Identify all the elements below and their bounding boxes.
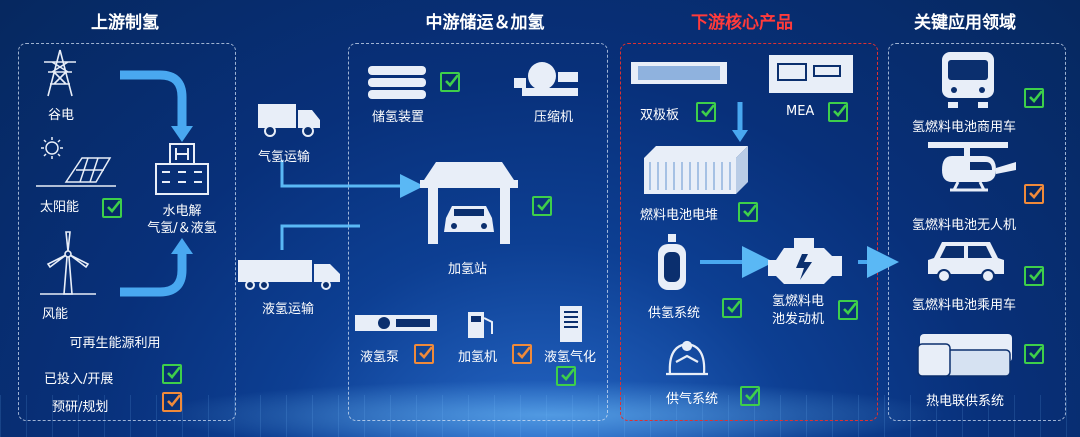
bipolar-plate-icon xyxy=(631,62,727,84)
label-dispenser: 加氢机 xyxy=(458,350,498,365)
label-pump: 液氢泵 xyxy=(360,350,400,365)
status-planned-pump xyxy=(414,344,434,364)
label-electrolysis-2: 气氢/＆液氢 xyxy=(147,221,217,236)
gas-supply-icon xyxy=(666,340,708,376)
label-bipolar-plate: 双极板 xyxy=(640,108,680,123)
label-station: 加氢站 xyxy=(448,262,488,277)
engine-icon xyxy=(768,238,842,284)
storage-tank-icon xyxy=(368,66,426,99)
label-drone: 氢燃料电池无人机 xyxy=(912,218,1017,233)
car-icon xyxy=(928,242,1004,282)
power-tower-icon xyxy=(44,49,76,97)
bus-icon xyxy=(942,52,994,108)
status-check-vaporizer xyxy=(556,366,576,386)
section-title-downstream: 下游核心产品 xyxy=(691,13,793,33)
status-check-solar xyxy=(102,198,122,218)
arrow-head-down xyxy=(171,126,193,142)
label-grid-power: 谷电 xyxy=(48,108,75,123)
legend-deployed-check xyxy=(162,364,182,384)
label-liquid-transport: 液氢运输 xyxy=(262,302,315,317)
panel-upstream xyxy=(18,43,236,421)
status-planned-dispenser xyxy=(512,344,532,364)
status-check-chp xyxy=(1024,344,1044,364)
status-planned-drone xyxy=(1024,184,1044,204)
label-bus: 氢燃料电池商用车 xyxy=(912,120,1017,135)
vaporizer-icon xyxy=(560,306,582,342)
status-check-station xyxy=(532,196,552,216)
label-chp: 热电联供系统 xyxy=(926,394,1005,409)
status-check-storage xyxy=(440,72,460,92)
label-mea: MEA xyxy=(786,104,815,119)
liquid-truck-icon xyxy=(238,260,340,290)
panel-applications xyxy=(888,43,1066,421)
legend-planned-check xyxy=(162,392,182,412)
gas-truck-icon xyxy=(258,104,320,137)
arrow-grid-to-electrolysis xyxy=(120,70,187,132)
hydrogen-station-icon xyxy=(420,162,518,244)
hydrogen-cylinder-icon xyxy=(658,234,686,290)
legend-deployed-label: 已投入/开展 xyxy=(44,372,114,387)
legend-planned-label: 预研/规划 xyxy=(52,400,109,415)
label-supply-system: 供氢系统 xyxy=(648,306,701,321)
dispenser-icon xyxy=(468,312,493,338)
status-check-car xyxy=(1024,266,1044,286)
label-car: 氢燃料电池乘用车 xyxy=(912,298,1017,313)
label-gas-transport: 气氢运输 xyxy=(258,150,311,165)
status-check-stack xyxy=(738,202,758,222)
label-solar: 太阳能 xyxy=(40,200,80,215)
status-check-bus xyxy=(1024,88,1044,108)
label-engine-1: 氢燃料电 xyxy=(772,294,825,309)
label-gas-supply: 供气系统 xyxy=(666,392,719,407)
fuel-cell-stack-icon xyxy=(644,146,748,194)
arrow-wind-to-electrolysis xyxy=(120,248,187,297)
label-wind: 风能 xyxy=(42,307,69,322)
hydrogen-plant-icon xyxy=(155,143,209,195)
label-vaporizer: 液氢气化 xyxy=(544,350,597,365)
section-title-applications: 关键应用领域 xyxy=(914,13,1016,33)
solar-panel-icon xyxy=(36,137,116,187)
status-check-gas-supply xyxy=(740,386,760,406)
arrow-head-stack xyxy=(732,130,748,142)
label-storage: 储氢装置 xyxy=(372,110,425,125)
status-check-mea xyxy=(828,102,848,122)
chp-unit-icon xyxy=(917,334,1012,377)
wind-turbine-icon xyxy=(40,231,96,295)
section-title-midstream: 中游储运＆加氢 xyxy=(425,13,545,33)
label-stack: 燃料电池电堆 xyxy=(640,208,719,223)
arrow-gas-transport xyxy=(280,160,424,198)
compressor-icon xyxy=(514,62,578,96)
label-renewable: 可再生能源利用 xyxy=(69,336,161,351)
label-electrolysis-1: 水电解 xyxy=(162,204,202,219)
label-engine-2: 池发动机 xyxy=(772,312,825,327)
liquid-pump-icon xyxy=(355,315,437,331)
panel-downstream xyxy=(620,43,878,421)
drone-icon xyxy=(928,142,1016,192)
label-compressor: 压缩机 xyxy=(534,110,574,125)
background-glow xyxy=(150,380,950,437)
status-check-engine xyxy=(838,300,858,320)
status-check-supply-system xyxy=(722,298,742,318)
status-check-bipolar-plate xyxy=(696,102,716,122)
mea-icon xyxy=(769,55,853,93)
arrow-liquid-transport xyxy=(280,224,360,250)
panel-midstream xyxy=(348,43,608,421)
section-title-upstream: 上游制氢 xyxy=(91,13,159,33)
arrow-head-up xyxy=(171,238,193,254)
